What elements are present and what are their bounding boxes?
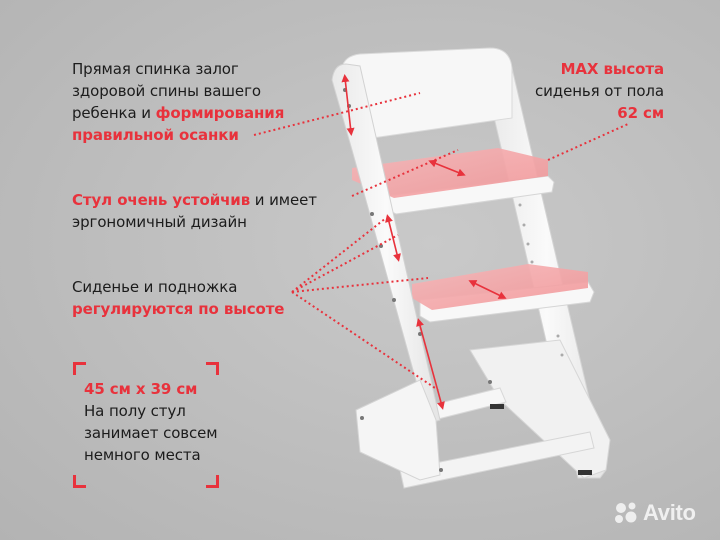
avito-watermark: Avito [612, 500, 696, 526]
callout-stability: Стул очень устойчив и имеет эргономичный… [72, 189, 352, 233]
footprint-size: 45 см х 39 см [84, 380, 198, 398]
footprint-line-3: занимает совсем [84, 424, 218, 442]
callout-max-height: MAX высота сиденья от пола 62 см [464, 58, 664, 124]
max-height-desc: сиденья от пола [535, 82, 664, 100]
callout-footprint: 45 см х 39 см На полу стул занимает совс… [84, 378, 224, 466]
callout-adjustable: Сиденье и подножка регулируются по высот… [72, 276, 352, 320]
adjustable-highlight: регулируются по высоте [72, 300, 285, 318]
bracket-corner-icon [73, 475, 86, 488]
backrest-highlight-1: формирования [155, 104, 285, 122]
chair-backrest [341, 47, 513, 141]
footprint-line-4: немного места [84, 446, 201, 464]
adjustment-arrows [341, 74, 507, 410]
stability-line-1: и имеет [250, 191, 317, 209]
backrest-line-1: Прямая спинка залог [72, 60, 239, 78]
bracket-corner-icon [73, 362, 86, 375]
max-height-title: MAX высота [560, 60, 665, 78]
footprint-line-2: На полу стул [84, 402, 186, 420]
stability-line-2: эргономичный дизайн [72, 213, 247, 231]
backrest-highlight-2: правильной осанки [72, 126, 239, 144]
backrest-line-2: здоровой спины вашего [72, 82, 261, 100]
backrest-line-3: ребенка и [72, 104, 156, 122]
bracket-corner-icon [206, 475, 219, 488]
adjustable-line-1: Сиденье и подножка [72, 278, 238, 296]
max-height-value: 62 см [617, 104, 664, 122]
avito-dots-icon [615, 502, 637, 523]
avito-logo-text: Avito [643, 500, 696, 525]
callout-lines [253, 92, 629, 391]
bracket-corner-icon [206, 362, 219, 375]
callout-backrest: Прямая спинка залог здоровой спины вашег… [72, 58, 332, 146]
stability-highlight: Стул очень устойчив [72, 191, 251, 209]
